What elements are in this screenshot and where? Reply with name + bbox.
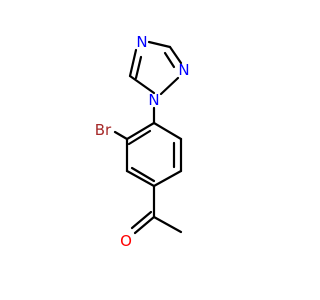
- atom-oxygen: O: [120, 232, 132, 250]
- atom-n-triazole-right: N: [178, 61, 189, 79]
- bond-carbonyl-methyl: [152, 215, 183, 234]
- bond-ring-a-b: [125, 121, 156, 141]
- bond-ring-f-a: [152, 121, 183, 141]
- bond-ring-a-b-inner: [127, 129, 152, 146]
- bond-ring-c-d: [125, 169, 156, 188]
- bond-c5-n4-double: [134, 55, 143, 80]
- bond-ring-br: [113, 130, 129, 141]
- atom-bromine: Br: [95, 121, 112, 139]
- bond-c3-n2-single: [168, 45, 183, 65]
- bond-n4-c3: [147, 40, 172, 49]
- bond-ring-d-e: [152, 169, 183, 188]
- bonds-group: [113, 40, 183, 235]
- atom-n-triazole-top: N: [136, 33, 147, 51]
- bond-c5-n4-single: [128, 48, 138, 78]
- bond-n1-c5: [128, 74, 156, 95]
- molecule-diagram: N N N Br O: [95, 33, 190, 250]
- bond-n2-n1: [159, 76, 180, 96]
- bond-ring-c-d-inner: [130, 166, 156, 183]
- bond-co-2: [130, 210, 153, 230]
- atom-n-triazole-substituted: N: [148, 91, 159, 109]
- bond-co-1: [133, 215, 156, 235]
- structure-canvas: N N N Br O: [95, 33, 190, 250]
- bond-c3-n2-double: [163, 51, 176, 69]
